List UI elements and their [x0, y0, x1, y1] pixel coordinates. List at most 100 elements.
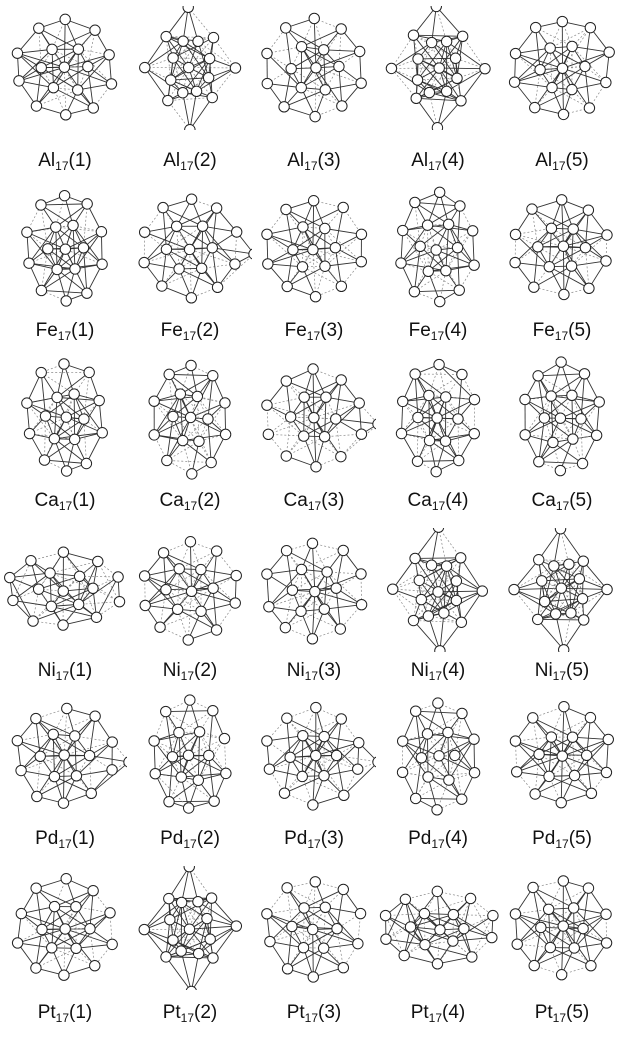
bond-line — [340, 425, 376, 457]
atom-sphere — [554, 464, 567, 477]
bond-line — [571, 82, 606, 91]
cluster-structure-drawing — [379, 885, 499, 970]
atom-sphere — [434, 924, 446, 936]
bond-line — [572, 45, 610, 53]
bond-line — [452, 915, 494, 942]
bond-line — [78, 601, 120, 605]
bond-line — [436, 417, 475, 434]
atom-sphere — [308, 12, 320, 25]
atom-sphere — [415, 752, 428, 764]
atom-sphere — [545, 390, 557, 402]
atom-sphere — [337, 544, 349, 557]
atom-sphere — [548, 560, 560, 572]
bond-line — [454, 755, 463, 800]
bond-line — [286, 550, 328, 573]
atom-sphere — [546, 81, 558, 94]
atom-sphere — [193, 726, 206, 738]
bond-line — [541, 580, 572, 614]
bond-line — [460, 557, 483, 592]
atom-sphere — [330, 749, 343, 762]
atom-sphere — [395, 257, 407, 269]
atom-sphere — [35, 199, 47, 211]
bond-line — [534, 89, 573, 109]
bond-line — [447, 732, 475, 773]
bond-line — [45, 393, 75, 417]
atom-sphere — [602, 733, 614, 746]
atom-sphere — [329, 242, 342, 254]
atom-sphere — [372, 756, 376, 768]
bond-line — [446, 68, 486, 92]
atom-sphere — [545, 222, 558, 235]
atom-sphere — [173, 263, 185, 275]
atom-sphere — [421, 728, 434, 740]
atom-sphere — [380, 933, 392, 945]
atom-sphere — [201, 912, 213, 925]
atom-count-subscript: 17 — [183, 837, 197, 851]
atom-sphere — [184, 694, 196, 706]
bond-line — [413, 620, 462, 623]
atom-sphere — [511, 938, 523, 950]
atom-sphere — [296, 261, 309, 273]
cluster-structure-drawing — [508, 15, 615, 121]
bond-line — [196, 67, 236, 92]
atom-sphere — [432, 528, 445, 533]
bond-line — [302, 755, 337, 777]
bond-line — [163, 552, 202, 571]
atom-sphere — [509, 735, 522, 747]
bond-line — [417, 417, 446, 442]
atom-sphere — [46, 43, 58, 56]
atom-sphere — [35, 366, 47, 379]
atom-sphere — [104, 907, 116, 919]
bond-line — [168, 898, 208, 919]
bond-line — [26, 402, 67, 418]
atom-sphere — [385, 62, 398, 75]
bond-line — [143, 929, 167, 958]
bond-line — [286, 718, 291, 758]
bond-line — [402, 740, 429, 778]
bond-line — [56, 372, 90, 398]
bond-line — [517, 925, 564, 945]
bond-line — [207, 418, 212, 463]
isomer-index: (5) — [566, 1002, 590, 1023]
atom-sphere — [600, 766, 613, 779]
bond-line — [324, 604, 362, 610]
bond-line — [144, 40, 184, 68]
atom-sphere — [264, 935, 276, 948]
bond-line — [437, 928, 465, 965]
atom-sphere — [568, 769, 581, 782]
bond-line — [26, 231, 58, 270]
atom-sphere — [211, 281, 224, 294]
bond-line — [414, 373, 447, 398]
atom-sphere — [309, 876, 321, 888]
cluster-structure-drawing — [138, 866, 243, 990]
atom-sphere — [399, 893, 412, 906]
atom-sphere — [60, 411, 73, 423]
bond-line — [56, 397, 85, 420]
bond-line — [212, 925, 237, 959]
bond-line — [267, 249, 314, 265]
atom-sphere — [207, 31, 220, 44]
atom-sphere — [106, 764, 118, 776]
atom-sphere — [261, 735, 273, 747]
bond-line — [424, 913, 465, 930]
bond-line — [41, 48, 79, 69]
atom-sphere — [183, 923, 196, 935]
atom-sphere — [48, 770, 61, 783]
atom-sphere — [558, 288, 570, 301]
atom-sphere — [42, 243, 54, 255]
bond-line — [314, 591, 362, 606]
bond-line — [17, 740, 65, 756]
bond-line — [428, 395, 446, 398]
bond-line — [431, 564, 457, 601]
bond-line — [424, 898, 471, 914]
bond-line — [53, 397, 58, 439]
atom-sphere — [58, 189, 71, 202]
atom-sphere — [440, 560, 453, 572]
bond-line — [285, 209, 326, 229]
bond-line — [200, 569, 237, 577]
bond-line — [439, 67, 485, 70]
bond-line — [76, 943, 113, 949]
atom-sphere — [280, 203, 292, 216]
atom-sphere — [397, 224, 409, 237]
bond-line — [181, 776, 215, 802]
